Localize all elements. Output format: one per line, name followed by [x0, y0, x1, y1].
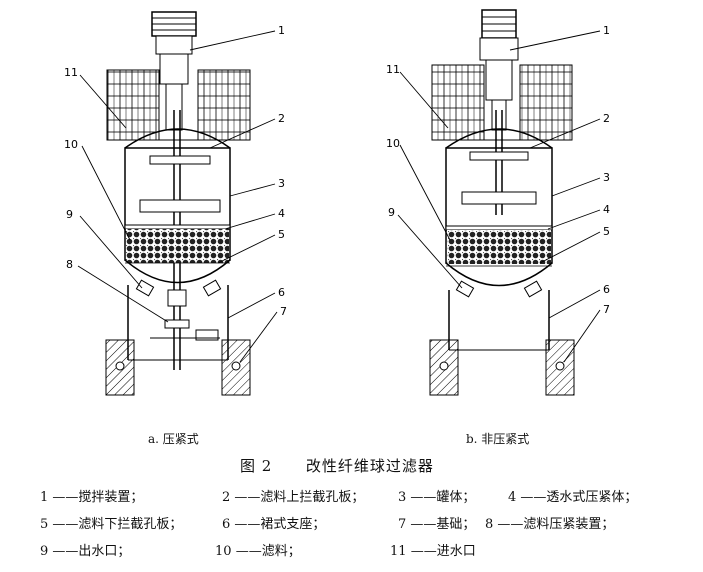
filter-media-a [126, 229, 229, 263]
caption-a: a. 压紧式 [148, 432, 199, 446]
leader-lines-a [77, 30, 278, 363]
callout-a-11: 11 [64, 66, 78, 79]
callout-b-6: 6 [603, 283, 610, 296]
callouts-a: 1 2 3 4 5 6 7 8 9 10 11 [64, 24, 287, 318]
callout-b-3: 3 [603, 171, 610, 184]
frame-left-b [431, 64, 485, 141]
caption-b: b. 非压紧式 [466, 432, 530, 446]
callout-b-2: 2 [603, 112, 610, 125]
figure-label: 图 2 [240, 457, 273, 475]
legend-item-7: 7 ——基础； [398, 517, 476, 532]
figure-title: 图 2 改性纤维球过滤器 [240, 455, 434, 476]
callout-b-1: 1 [603, 24, 610, 37]
gearbox-b [479, 37, 519, 61]
callout-a-3: 3 [278, 177, 285, 190]
callout-a-10: 10 [64, 138, 78, 151]
legend-item-2: 2 ——滤料上拦截孔板； [222, 490, 365, 505]
legend-item-11: 11 ——进水口 [390, 544, 476, 559]
legend-item-5: 5 ——滤料下拦截孔板； [40, 517, 183, 532]
filter-b-non-pressed [429, 9, 575, 396]
legend-item-3: 3 ——罐体； [398, 490, 476, 505]
callout-a-6: 6 [278, 286, 285, 299]
legend-item-6: 6 ——裙式支座； [222, 517, 326, 532]
callout-a-9: 9 [66, 208, 73, 221]
frame-left-a [106, 69, 160, 141]
callout-a-2: 2 [278, 112, 285, 125]
filter-media-b [447, 230, 551, 264]
callout-b-7: 7 [603, 303, 610, 316]
leader-lines-b [397, 30, 601, 363]
callout-a-8: 8 [66, 258, 73, 271]
legend-item-9: 9 ——出水口； [40, 544, 131, 559]
frame-right-b [519, 64, 573, 141]
filter-diagram: 1 2 3 4 5 6 7 8 9 10 11 1 2 3 4 5 6 7 9 … [64, 9, 610, 396]
callout-b-4: 4 [603, 203, 610, 216]
filter-a-pressed [105, 11, 251, 396]
gearbox-a [155, 35, 193, 55]
callout-a-4: 4 [278, 207, 285, 220]
callout-b-10: 10 [386, 137, 400, 150]
legend-item-10: 10 ——滤料； [215, 544, 301, 559]
legend-item-4: 4 ——透水式压紧体； [508, 490, 638, 505]
callout-b-11: 11 [386, 63, 400, 76]
callout-a-7: 7 [280, 305, 287, 318]
frame-right-a [197, 69, 251, 141]
legend-item-8: 8 ——滤料压紧装置； [485, 517, 615, 532]
legend-item-1: 1 ——搅拌装置； [40, 490, 144, 505]
callouts-b: 1 2 3 4 5 6 7 9 10 11 [386, 24, 610, 316]
callout-a-1: 1 [278, 24, 285, 37]
figure-name: 改性纤维球过滤器 [305, 457, 434, 475]
callout-b-9: 9 [388, 206, 395, 219]
callout-b-5: 5 [603, 225, 610, 238]
callout-a-5: 5 [278, 228, 285, 241]
